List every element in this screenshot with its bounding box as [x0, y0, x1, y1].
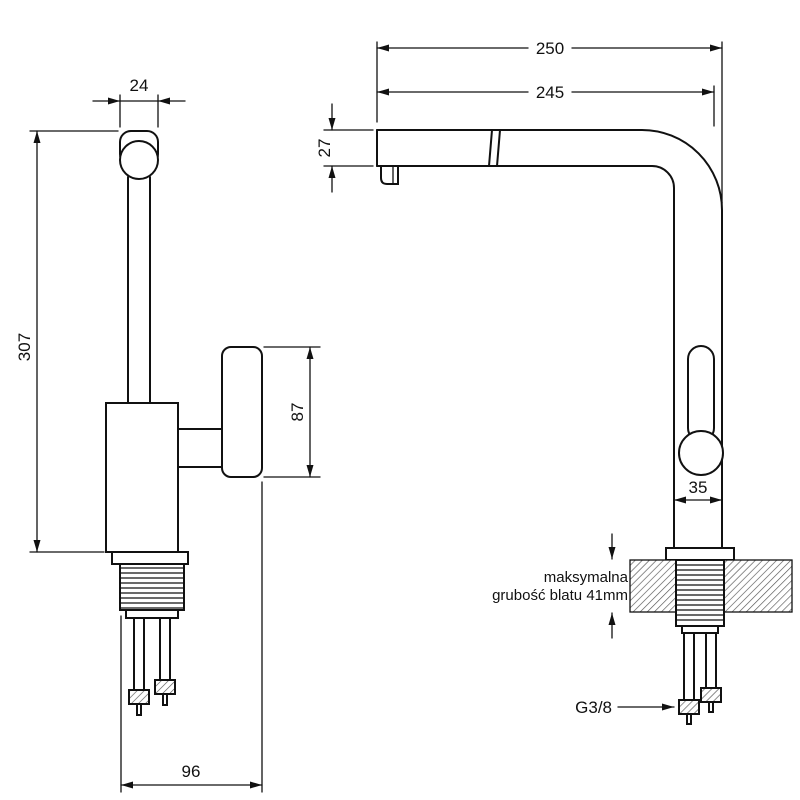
- dim-label-27: 27: [315, 139, 334, 158]
- dim-label-35: 35: [689, 478, 708, 497]
- countertop-note-line1: maksymalna: [544, 569, 629, 586]
- dim-total-height: 307: [15, 130, 119, 553]
- mounting-stud: [705, 632, 717, 689]
- faucet-side-outline: [376, 129, 735, 561]
- body-front: [105, 402, 179, 553]
- front-view: 24 307 87 96: [15, 76, 321, 793]
- spout-outer-profile: [376, 129, 723, 549]
- swivel-joint-front: [119, 140, 159, 180]
- dim-body-width: 35: [673, 478, 723, 504]
- dim-label-96: 96: [182, 762, 201, 781]
- handle-ball-side: [678, 430, 724, 476]
- dim-spout-width: 24: [92, 76, 186, 128]
- mounting-stud: [683, 632, 695, 701]
- thread-label: G3/8: [575, 698, 612, 717]
- mounting-hardware-front: [119, 563, 185, 716]
- dim-spout-height: 27: [315, 103, 374, 193]
- mounting-hardware-side: [675, 559, 725, 725]
- spout-inner-profile: [380, 165, 675, 549]
- thread-callout: G3/8: [575, 698, 675, 717]
- side-view: 250 245 27 35 maksymalna grubość blatu 4…: [315, 39, 793, 725]
- base-flange-front: [111, 551, 189, 565]
- dim-reach-total: 250: [376, 39, 723, 204]
- countertop-note-line2: grubość blatu 41mm: [492, 587, 628, 604]
- mounting-nut: [678, 699, 700, 715]
- pullout-seam: [488, 129, 493, 167]
- dim-reach-spout: 245: [376, 83, 715, 127]
- base-flange-side: [665, 547, 735, 561]
- mounting-stud: [159, 617, 171, 681]
- handle-lever-side: [687, 345, 715, 442]
- mounting-nut: [700, 687, 722, 703]
- dim-label-245: 245: [536, 83, 564, 102]
- threaded-shank-front: [119, 563, 185, 611]
- mounting-stud: [133, 617, 145, 691]
- washer-side: [681, 625, 719, 634]
- faucet-front-outline: [105, 130, 263, 565]
- pullout-seam: [496, 129, 501, 167]
- dim-label-24: 24: [130, 76, 149, 95]
- dim-label-307: 307: [15, 333, 34, 361]
- dim-label-87: 87: [288, 403, 307, 422]
- aerator: [380, 165, 399, 185]
- mounting-nut: [154, 679, 176, 695]
- dim-label-250: 250: [536, 39, 564, 58]
- washer-front: [125, 609, 179, 619]
- dim-base-depth: 96: [120, 481, 263, 793]
- handle-front: [221, 346, 263, 478]
- countertop-note: maksymalna grubość blatu 41mm: [492, 533, 629, 639]
- mounting-nut: [128, 689, 150, 705]
- dim-handle-height: 87: [263, 346, 321, 478]
